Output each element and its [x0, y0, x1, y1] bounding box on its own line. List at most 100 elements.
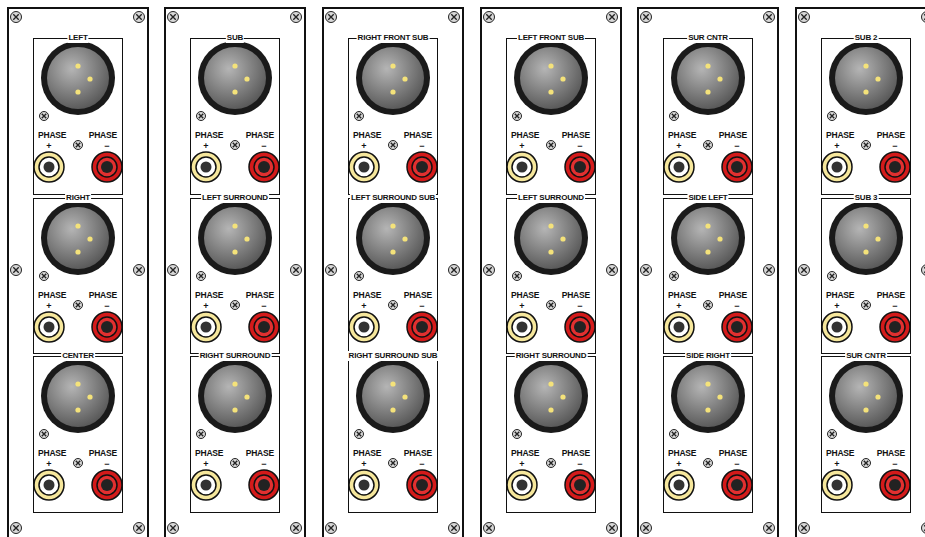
phase-label: PHASE [195, 130, 223, 140]
screw-slot [801, 267, 807, 273]
rca-jack-red [407, 470, 437, 500]
screw-head [922, 12, 925, 23]
rca-center [731, 321, 743, 333]
rca-center [574, 161, 586, 173]
xlr-face [677, 207, 739, 269]
screw-slot [672, 432, 677, 437]
screw-head [389, 459, 398, 468]
xlr-face [520, 207, 582, 269]
screw-slot [328, 14, 334, 20]
polarity-sign: − [892, 301, 897, 311]
channel-label: RIGHT SURROUND SUB [348, 351, 439, 361]
channel-label: LEFT SURROUND [517, 193, 585, 203]
phase-label: PHASE [511, 290, 539, 300]
screw-head [607, 12, 618, 23]
screw-head [449, 265, 460, 276]
rca-center [359, 162, 370, 173]
screw-head [862, 141, 871, 150]
screw-slot [801, 14, 807, 20]
screw-slot [830, 114, 835, 119]
rca-ring [570, 317, 590, 337]
xlr-face [677, 365, 739, 427]
phase-label: PHASE [404, 290, 432, 300]
screw-slot [293, 525, 299, 531]
channel-label: RIGHT SURROUND [199, 351, 272, 361]
xlr-connector [41, 41, 115, 115]
screw-head [799, 12, 810, 23]
polarity-sign: + [519, 141, 524, 151]
xlr-pin [390, 223, 395, 228]
xlr-pin [402, 394, 407, 399]
xlr-face [520, 47, 582, 109]
screw-head [704, 141, 713, 150]
xlr-pin [390, 63, 395, 68]
screw-head [231, 141, 240, 150]
rca-ring [412, 475, 432, 495]
screw-slot [706, 303, 711, 308]
rca-ring [412, 157, 432, 177]
rca-ring [727, 475, 747, 495]
connector-section: SUR CNTRPHASEPHASE+− [821, 356, 911, 513]
connector-section: LEFT FRONT SUBPHASEPHASE+− [506, 38, 596, 195]
xlr-pin [548, 249, 553, 254]
rack-panel [796, 8, 925, 537]
screw-slot [233, 303, 238, 308]
xlr-pin [390, 249, 395, 254]
xlr-pin [717, 394, 722, 399]
screw-slot [830, 274, 835, 279]
rack-panel [8, 8, 148, 537]
channel-label: SUB [226, 33, 244, 43]
channel-label: LEFT FRONT SUB [517, 33, 585, 43]
xlr-pin [705, 89, 710, 94]
polarity-sign: + [834, 459, 839, 469]
connector-section: LEFTPHASEPHASE+− [33, 38, 123, 195]
polarity-sign: + [361, 301, 366, 311]
screw-head [197, 430, 206, 439]
rca-center [359, 322, 370, 333]
screw-head [74, 459, 83, 468]
rack-panel [638, 8, 778, 537]
xlr-connector [198, 41, 272, 115]
polarity-sign: + [203, 459, 208, 469]
xlr-pin [390, 381, 395, 386]
rca-ring [254, 317, 274, 337]
xlr-pin [717, 236, 722, 241]
screw-head [547, 459, 556, 468]
rca-center [101, 161, 113, 173]
rca-ring [727, 157, 747, 177]
phase-label: PHASE [562, 290, 590, 300]
screw-slot [42, 114, 47, 119]
rca-ring [827, 475, 847, 495]
rca-ring [669, 157, 689, 177]
rca-ring [827, 317, 847, 337]
xlr-pin [705, 407, 710, 412]
screw-head [513, 272, 522, 281]
screw-head [547, 141, 556, 150]
rca-center [101, 479, 113, 491]
connector-section: RIGHT SURROUND SUBPHASEPHASE+− [348, 356, 438, 513]
polarity-sign: − [577, 459, 582, 469]
phase-label: PHASE [353, 290, 381, 300]
rca-jack-red [565, 312, 595, 342]
rack-panel [481, 8, 621, 537]
rca-center [416, 479, 428, 491]
channel-label: RIGHT [65, 193, 91, 203]
phase-label: PHASE [826, 290, 854, 300]
screw-head [449, 523, 460, 534]
xlr-pin [75, 89, 80, 94]
rca-jack-white [664, 152, 694, 182]
xlr-face [362, 47, 424, 109]
screw-head [641, 12, 652, 23]
rca-jack-white [191, 152, 221, 182]
phase-label: PHASE [668, 130, 696, 140]
screw-slot [924, 267, 925, 273]
rca-ring [669, 317, 689, 337]
connector-section: RIGHT SURROUNDPHASEPHASE+− [190, 356, 280, 513]
polarity-sign: + [676, 301, 681, 311]
polarity-sign: − [104, 141, 109, 151]
screw-slot [864, 303, 869, 308]
channel-label: RIGHT FRONT SUB [357, 33, 430, 43]
screw-head [547, 301, 556, 310]
phase-label: PHASE [668, 290, 696, 300]
rca-jack-red [722, 312, 752, 342]
